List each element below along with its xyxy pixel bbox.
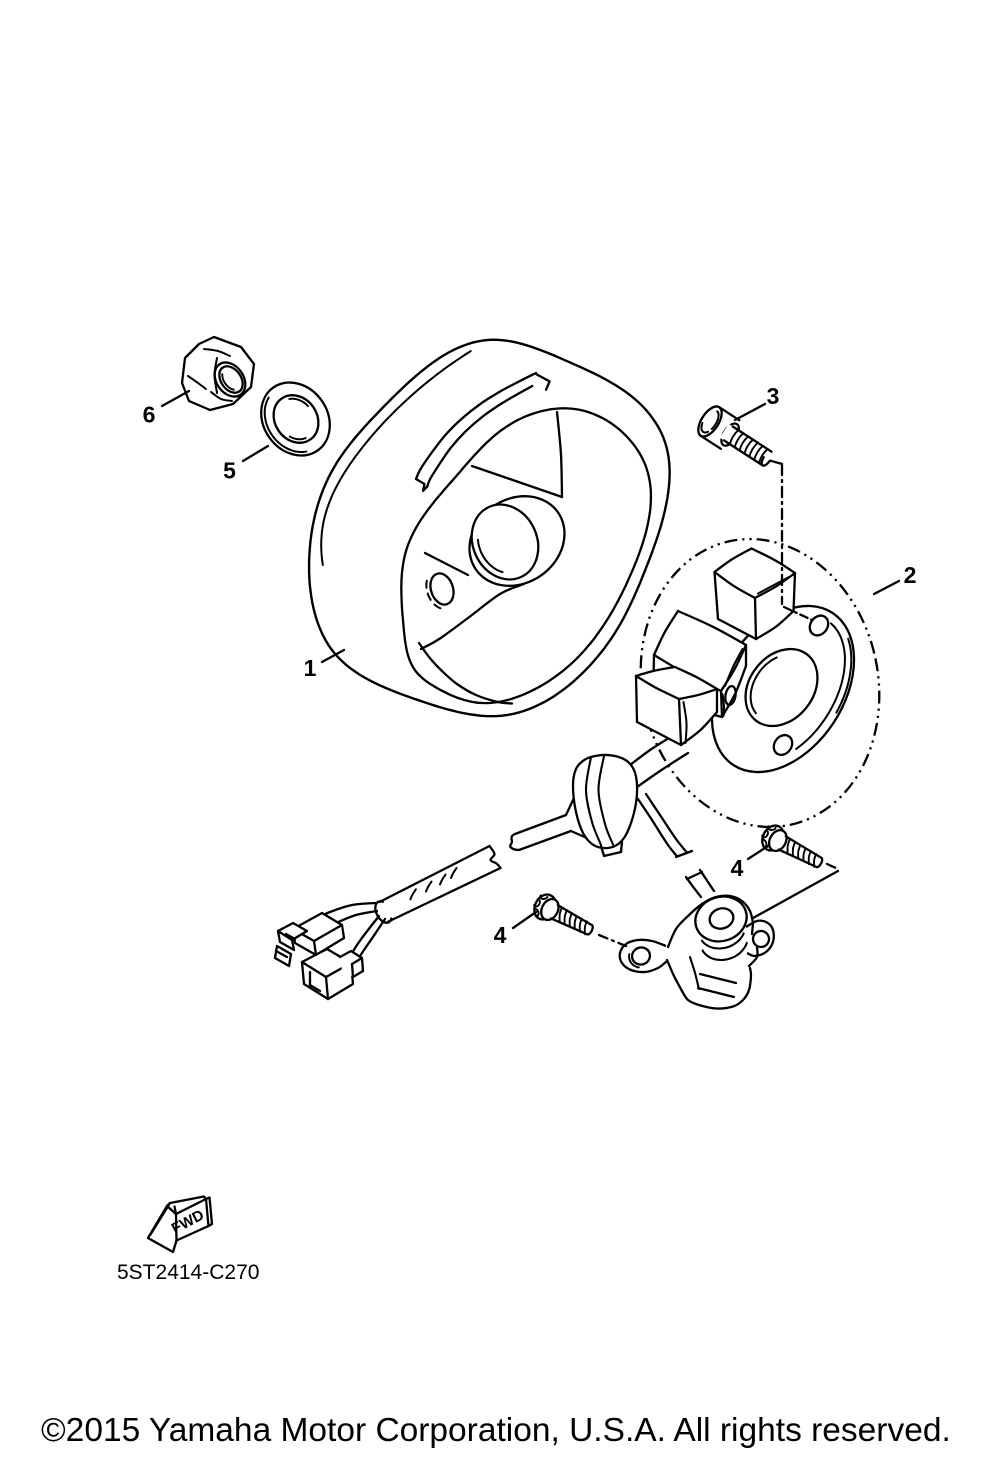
svg-text:©2015 Yamaha Motor Corporation: ©2015 Yamaha Motor Corporation, U.S.A. A… xyxy=(41,1412,951,1449)
svg-text:4: 4 xyxy=(731,855,744,881)
svg-text:2: 2 xyxy=(904,562,917,588)
svg-text:5ST2414-C270: 5ST2414-C270 xyxy=(117,1261,259,1284)
svg-text:5: 5 xyxy=(223,457,236,483)
svg-text:4: 4 xyxy=(494,922,507,948)
svg-text:3: 3 xyxy=(767,383,780,409)
svg-text:1: 1 xyxy=(304,655,317,681)
svg-text:6: 6 xyxy=(143,401,156,427)
